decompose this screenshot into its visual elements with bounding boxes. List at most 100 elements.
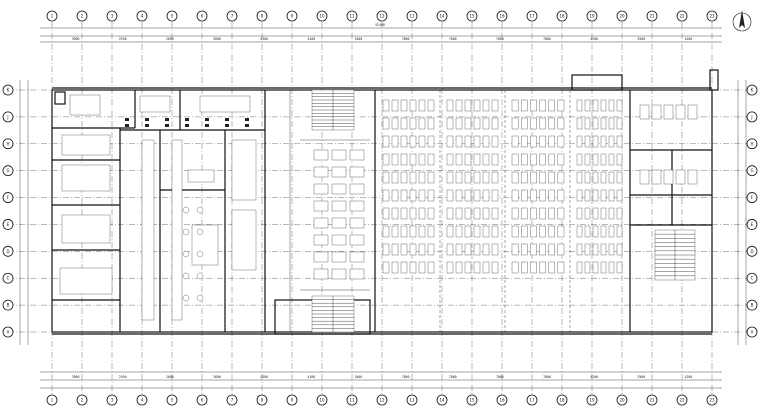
grid-bubble-col: 19 — [586, 394, 598, 406]
grid-bubble-col: 14 — [436, 394, 448, 406]
stair-east — [654, 229, 696, 281]
dimension-value: 4200 — [590, 37, 598, 41]
grid-bubble-row: G — [746, 165, 758, 177]
grid-bubble-row: F — [746, 192, 758, 203]
grid-bubble-col: 7 — [226, 394, 238, 406]
svg-text:22: 22 — [679, 14, 685, 19]
dimension-value: 7800 — [449, 375, 457, 379]
grid-bubble-col: 13 — [406, 10, 418, 22]
svg-text:18: 18 — [559, 398, 565, 403]
svg-text:B: B — [7, 303, 10, 308]
dining-tables — [313, 99, 623, 280]
dimension-value: 4300 — [260, 375, 268, 379]
grid-bubble-col: 14 — [436, 10, 448, 22]
dimension-value: 3400 — [355, 375, 363, 379]
svg-text:B: B — [751, 303, 754, 308]
dimension-value: 3900 — [72, 375, 80, 379]
svg-text:10: 10 — [319, 398, 325, 403]
svg-text:8: 8 — [261, 14, 264, 19]
dimension-value: 7800 — [402, 375, 410, 379]
grid-bubble-col: 15 — [466, 10, 478, 22]
dining-hall — [289, 90, 631, 332]
grid-bubble-row: D — [746, 245, 758, 257]
svg-text:14: 14 — [439, 14, 445, 19]
svg-text:H: H — [6, 141, 9, 146]
svg-text:J: J — [750, 114, 752, 119]
grid-bubble-row: C — [2, 272, 14, 284]
grid-bubble-col: 17 — [526, 10, 538, 22]
svg-text:17: 17 — [529, 398, 535, 403]
grid-bubble-row: H — [746, 138, 758, 150]
svg-text:K: K — [7, 88, 10, 93]
toilet-block — [630, 104, 712, 226]
grid-bubble-col: 5 — [166, 394, 178, 406]
grid-bubble-col: 10 — [316, 394, 328, 406]
svg-text:3: 3 — [111, 398, 114, 403]
dimension-value: 2600 — [166, 37, 174, 41]
dimension-value: 3400 — [355, 37, 363, 41]
svg-text:20: 20 — [619, 398, 625, 403]
dimension-value: 7800 — [449, 37, 457, 41]
svg-text:1: 1 — [51, 398, 54, 403]
dimension-value: 2550 — [119, 375, 127, 379]
grid-bubble-col: 22 — [676, 10, 688, 22]
grid-bubble-col: 18 — [556, 394, 568, 406]
svg-text:C: C — [7, 276, 10, 281]
svg-text:20: 20 — [619, 14, 625, 19]
svg-text:7: 7 — [231, 14, 234, 19]
svg-text:13: 13 — [409, 14, 415, 19]
svg-text:J: J — [6, 114, 8, 119]
svg-text:G: G — [6, 168, 9, 173]
grid-bubble-col: 4 — [136, 10, 148, 22]
dimension-value: 3600 — [213, 37, 221, 41]
dimension-value: 4200 — [685, 37, 693, 41]
svg-text:19: 19 — [589, 14, 595, 19]
svg-text:21: 21 — [649, 398, 655, 403]
grid-bubble-col: 3 — [106, 394, 118, 406]
svg-text:H: H — [750, 141, 753, 146]
svg-text:17: 17 — [529, 14, 535, 19]
grid-bubble-col: 9 — [286, 394, 298, 406]
dimension-value: 7800 — [543, 375, 551, 379]
building-outline — [51, 69, 719, 335]
svg-text:23: 23 — [709, 398, 715, 403]
grid-bubble-row: K — [746, 84, 758, 96]
grid-bubble-row: D — [2, 245, 14, 257]
grid-bubble-row: J — [2, 111, 14, 123]
svg-text:E: E — [751, 222, 754, 227]
svg-text:G: G — [750, 168, 753, 173]
grid-bubble-col: 2 — [76, 394, 88, 406]
overall-dimension-text: 92400 — [375, 23, 385, 27]
svg-text:16: 16 — [499, 14, 505, 19]
grid-bubble-col: 6 — [196, 394, 208, 406]
svg-text:6: 6 — [201, 14, 204, 19]
svg-text:2: 2 — [81, 398, 84, 403]
grid-bubble-col: 3 — [106, 10, 118, 22]
grid-bubble-col: 8 — [256, 10, 268, 22]
grid-bubble-col: 7 — [226, 10, 238, 22]
svg-text:A: A — [751, 330, 754, 335]
grid-bubble-col: 6 — [196, 10, 208, 22]
svg-text:15: 15 — [469, 398, 475, 403]
grid-bubble-col: 23 — [706, 10, 718, 22]
svg-text:9: 9 — [291, 14, 294, 19]
svg-text:7: 7 — [231, 398, 234, 403]
dimension-lines — [19, 27, 747, 389]
stair-north — [311, 89, 355, 131]
dimension-value: 2550 — [119, 37, 127, 41]
grid-bubble-col: 1 — [46, 10, 58, 22]
svg-text:K: K — [751, 88, 754, 93]
svg-text:12: 12 — [379, 14, 385, 19]
svg-text:5: 5 — [171, 398, 174, 403]
grid-bubble-row: E — [2, 219, 14, 230]
grid-bubble-row: F — [2, 192, 14, 203]
svg-text:19: 19 — [589, 398, 595, 403]
svg-text:D: D — [750, 249, 753, 254]
grid-bubble-col: 11 — [346, 394, 358, 406]
svg-text:10: 10 — [319, 14, 325, 19]
svg-text:F: F — [751, 195, 754, 200]
